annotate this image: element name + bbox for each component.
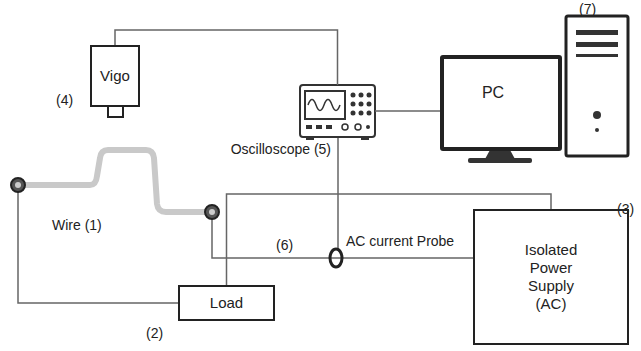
connector [115, 30, 338, 85]
pc-tower [566, 16, 628, 156]
wire [24, 150, 206, 212]
load-box: Load [178, 285, 275, 321]
node-label: Isolated Power Supply (AC) [519, 241, 583, 313]
part-label: Wire (1) [52, 217, 102, 234]
part-label: AC current Probe [346, 233, 454, 250]
callout-number: (2) [146, 325, 163, 342]
device-label: Oscilloscope (5) [231, 141, 331, 158]
monitor-stand [468, 150, 532, 163]
lead-wire [212, 219, 473, 258]
detector-window [108, 106, 123, 117]
probe-cable [337, 137, 339, 249]
terminal [11, 178, 219, 219]
oscilloscope: Oscilloscope (5) [300, 85, 375, 137]
connector [375, 110, 440, 112]
node-label: Vigo [100, 67, 130, 85]
callout-number: (6) [276, 237, 293, 254]
pc-monitor: PC [440, 55, 562, 151]
current-probe [330, 249, 342, 267]
detector-box: Vigo [90, 45, 140, 107]
node-label: PC [482, 83, 504, 102]
callout-number: (7) [579, 1, 596, 18]
callout-number: (3) [617, 201, 634, 218]
power-supply-box: Isolated Power Supply (AC) [473, 209, 629, 345]
callout-number: (4) [56, 92, 73, 109]
lead-wire [18, 192, 178, 303]
node-label: Load [210, 294, 243, 312]
oscilloscope-icon [300, 85, 375, 140]
